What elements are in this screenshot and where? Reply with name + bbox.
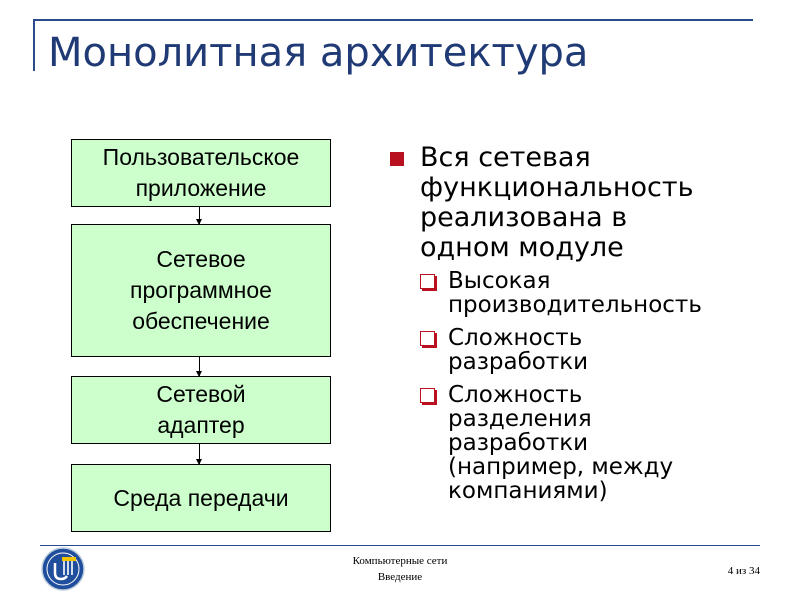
- bullet-main: Вся сетевая функциональность реализована…: [390, 143, 770, 263]
- sub-bullet: Высокая производительность: [420, 269, 780, 317]
- square-bullet-icon: [390, 152, 404, 166]
- down-arrow-icon: [196, 357, 202, 377]
- sub-bullet-text: Сложность разработки: [448, 325, 589, 375]
- title-border-left: [33, 19, 35, 71]
- diagram-box-label: Пользовательское приложение: [102, 144, 300, 201]
- diagram-box-transmission-medium: Среда передачи: [71, 464, 331, 532]
- title-border-top: [33, 19, 753, 21]
- diagram-box-label: Среда передачи: [113, 484, 289, 511]
- footer-divider: [40, 545, 760, 546]
- footer-course: Компьютерные сети: [352, 555, 448, 567]
- sub-bullet-text: Высокая производительность: [448, 268, 702, 318]
- sub-bullet-text: Сложность разделения разработки (наприме…: [448, 382, 674, 504]
- sub-bullet: Сложность разработки: [420, 326, 780, 374]
- checkbox-bullet-icon: [420, 274, 435, 289]
- down-arrow-icon: [196, 207, 202, 225]
- diagram-box-user-application: Пользовательское приложение: [71, 139, 331, 207]
- bullet-main-text: Вся сетевая функциональность реализована…: [420, 142, 694, 263]
- footer-section: Введение: [377, 571, 423, 583]
- checkbox-bullet-icon: [420, 388, 435, 403]
- diagram-box-label: Сетевое программное обеспечение: [130, 246, 272, 334]
- sub-bullet: Сложность разделения разработки (наприме…: [420, 383, 780, 503]
- checkbox-bullet-icon: [420, 331, 435, 346]
- down-arrow-icon: [196, 444, 202, 465]
- page-number: 4 из 34: [727, 565, 760, 577]
- diagram-box-network-software: Сетевое программное обеспечение: [71, 224, 331, 357]
- diagram-box-label: Сетевой адаптер: [156, 381, 246, 438]
- university-logo-icon: [41, 547, 85, 591]
- slide-title: Монолитная архитектура: [48, 30, 589, 76]
- diagram-box-network-adapter: Сетевой адаптер: [71, 376, 331, 444]
